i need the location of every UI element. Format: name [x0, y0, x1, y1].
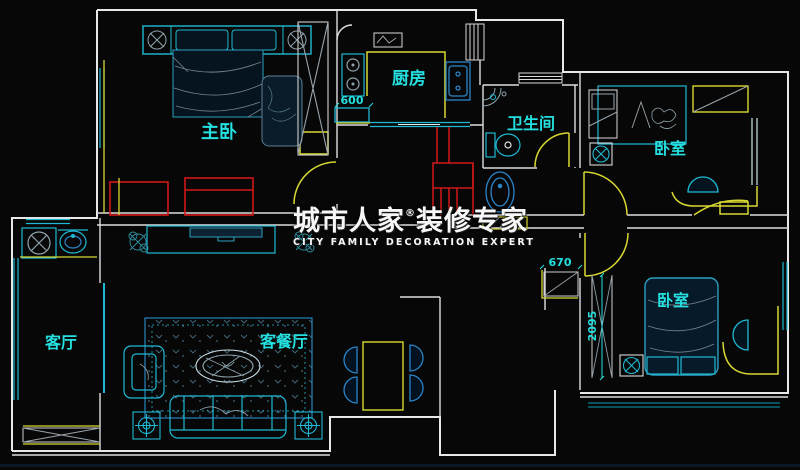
- corridor-red-cabinet: [432, 127, 474, 215]
- label-master-bedroom: 主卧: [201, 121, 237, 143]
- side-table-left: [132, 411, 161, 440]
- balcony-rail-bottom-right: [588, 402, 780, 408]
- laundry-sink: [58, 229, 88, 254]
- bedroom-right-door: [583, 171, 628, 216]
- dim-670: 670: [549, 256, 572, 269]
- coffee-table: [195, 349, 261, 383]
- wash-basin: [485, 171, 515, 213]
- plant-left: [128, 231, 149, 253]
- bottom-strip: [0, 464, 800, 467]
- dining-table: [362, 341, 404, 411]
- desk: [671, 186, 758, 207]
- doors: [293, 131, 749, 277]
- dim-2095: 2095: [586, 311, 599, 342]
- toilet: [485, 132, 521, 158]
- stove: [341, 53, 365, 97]
- entry-cabinets: [482, 216, 583, 299]
- room-kitchen: [334, 32, 471, 124]
- interior-walls: [12, 10, 788, 456]
- dim-600: 600: [341, 94, 364, 107]
- window-bedroom-bottom: [782, 262, 788, 330]
- master-bed: [142, 25, 312, 118]
- range-hood: [373, 32, 403, 48]
- window-bathroom-top: [518, 72, 563, 84]
- bed-zone: [597, 85, 687, 145]
- room-bedroom-right: [588, 85, 758, 207]
- window-living-top: [26, 218, 70, 225]
- tv-console: [146, 225, 276, 254]
- duct-shaft: [465, 23, 485, 61]
- label-kitchen: 厨房: [392, 68, 426, 89]
- bathroom-door: [534, 132, 570, 168]
- armchair: [123, 345, 165, 399]
- windows: [13, 23, 788, 408]
- shoe-cabinet: [482, 216, 528, 230]
- kitchen-sliding-door: [370, 121, 470, 128]
- kitchen-counter: [366, 51, 446, 118]
- entry-door: [693, 199, 749, 216]
- dining-chair: [409, 374, 424, 402]
- shower: [482, 87, 507, 107]
- room-bedroom-bottom: [591, 272, 779, 381]
- dining-chair: [409, 344, 424, 372]
- room-living: [20, 227, 105, 445]
- dining-set: [343, 341, 424, 411]
- hall-cabinet-670: [539, 264, 583, 299]
- master-red-cabinets: [109, 177, 254, 216]
- dining-chair: [343, 346, 358, 374]
- plant-right: [294, 231, 315, 253]
- single-bed: [588, 89, 618, 139]
- window-bedroom-right: [751, 118, 758, 185]
- floral-decor: [651, 107, 677, 129]
- nightstand: [619, 354, 644, 377]
- washing-machine: [21, 227, 57, 259]
- rug: [144, 317, 313, 419]
- kitchen-600-cabinet: [334, 102, 374, 124]
- label-bathroom: 卫生间: [507, 114, 555, 133]
- dimension-2095: [591, 272, 613, 381]
- room-bathroom: [482, 87, 521, 213]
- label-bedroom-bottom: 卧室: [657, 291, 689, 310]
- desk: [722, 306, 779, 375]
- double-bed: [644, 277, 719, 376]
- sofa: [169, 395, 287, 439]
- window-living-left: [13, 258, 19, 400]
- dining-chair: [343, 376, 358, 404]
- nightstand: [589, 142, 613, 166]
- desk-chair: [687, 176, 719, 193]
- side-table-right: [294, 411, 323, 440]
- desk-chair: [732, 319, 749, 351]
- room-master-bedroom: [103, 21, 329, 216]
- label-bedroom-right: 卧室: [654, 139, 686, 158]
- label-living-dining: 客餐厅: [260, 332, 308, 351]
- bedroom-bottom-door: [584, 232, 629, 277]
- label-living-room: 客厅: [45, 333, 77, 352]
- kitchen-sink: [445, 61, 471, 101]
- blanket-fold: [631, 100, 651, 129]
- window-seat: [22, 425, 101, 445]
- master-wardrobe: [297, 21, 329, 156]
- room-living-dining: [123, 225, 424, 440]
- wardrobe: [692, 85, 749, 113]
- master-bedside-rug: [261, 75, 303, 147]
